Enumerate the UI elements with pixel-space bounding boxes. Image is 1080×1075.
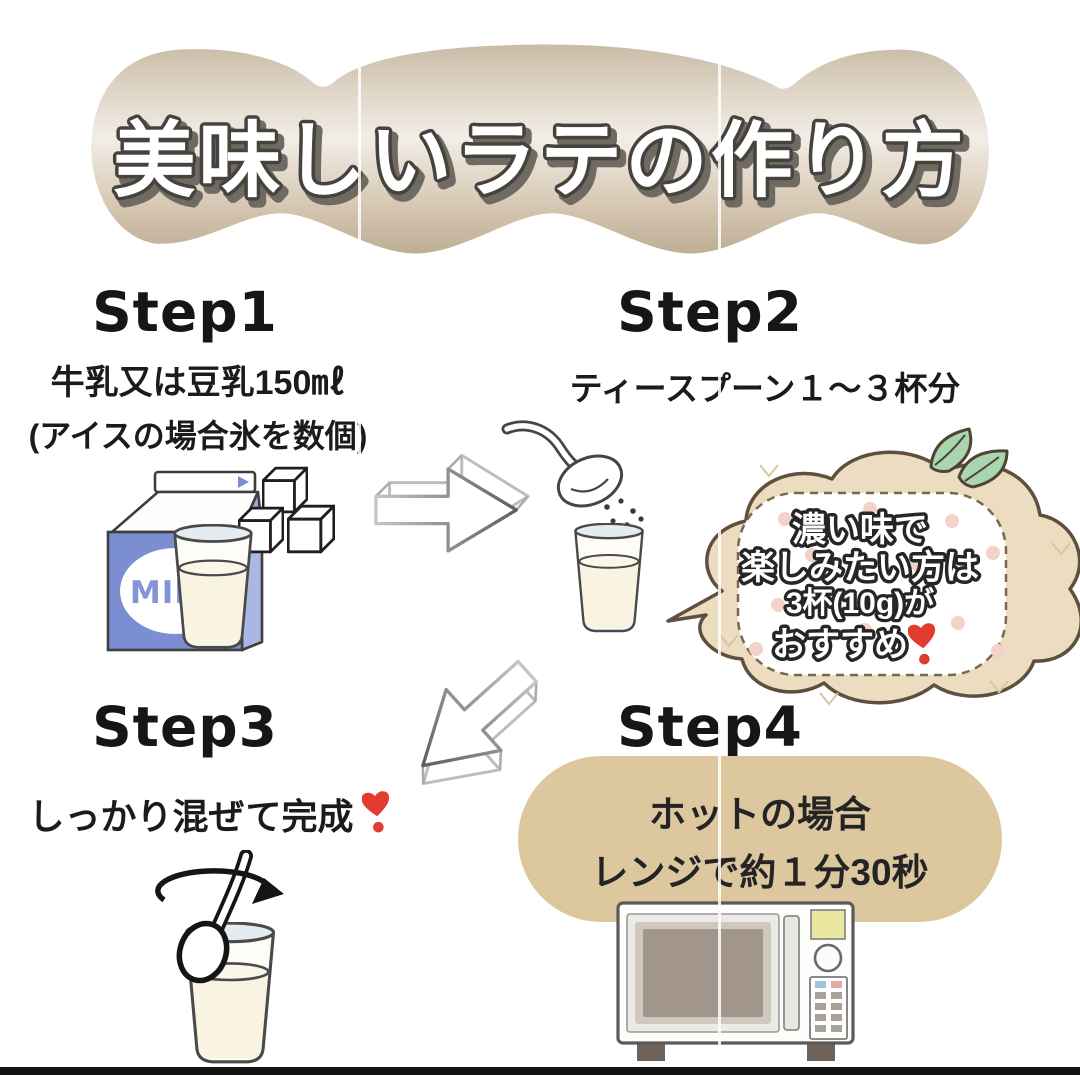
microwave-dial [813,943,843,973]
step1-heading: Step1 [92,280,278,344]
microwave-handle [783,915,800,1031]
teaspoon-icon [501,420,624,508]
step4-instruction-pill: ホットの場合 レンジで約１分30秒 [518,756,1002,922]
microwave-foot [637,1041,665,1061]
step2-heading: Step2 [617,280,803,344]
latte-glass-icon [574,523,644,633]
microwave-keypad [809,976,848,1040]
bubble-line4: おすすめ [772,626,908,664]
bubble-line2: 楽しみたい方は [741,549,979,587]
microwave-display [810,909,846,940]
bubble-texture [719,456,1071,706]
arrow-down-left-3d-icon [371,624,573,823]
bottom-letterbox-bar [0,1067,1080,1075]
step3-line1: しっかり混ぜて完成 [28,796,354,837]
banner-wave-shape [91,44,990,254]
speech-bubble: 濃い味で 楽しみたい方は 3杯(10g)が おすすめ [666,427,1080,706]
step4-line2: レンジで約１分30秒 [591,852,929,893]
stirring-spoon-icon [176,850,253,984]
leaves-icon [929,427,1009,489]
milk-glass-icon [173,524,253,649]
milk-and-ice-illustration: MILK [106,466,335,652]
microwave-foot [807,1041,835,1061]
bubble-inner-panel [736,491,1008,677]
step3-line1-row: しっかり混ぜて完成 [0,788,420,840]
page-title: 美味しいラテの作り方 [113,114,967,209]
bubble-line3: 3杯(10g)が [786,586,934,620]
stirring-glass-illustration [155,850,284,1070]
title-banner: 美味しいラテの作り方 美味しいラテの作り方 [91,44,990,254]
stir-arrow-icon [155,868,284,904]
teaspoon-and-glass-illustration [501,420,644,633]
step2-line1: ティースプーン１〜３杯分 [569,370,961,407]
step4-heading: Step4 [617,695,803,759]
bubble-polka-dots [749,502,1005,658]
step1-line1: 牛乳又は豆乳150㎖ [50,364,346,402]
collage-seam-line [358,0,361,1067]
heart-exclamation-icon [361,791,392,834]
page-title-shadow: 美味しいラテの作り方 [118,120,972,215]
microwave-illustration [616,901,855,1061]
step4-line1: ホットの場合 [649,794,871,835]
microwave-window [643,929,763,1017]
step1-line2: (アイスの場合氷を数個) [28,418,368,454]
arrow-right-3d-icon [374,453,530,553]
collage-seam-line [718,0,721,1067]
bubble-line1: 濃い味で [792,511,928,549]
step3-heading: Step3 [92,695,278,759]
